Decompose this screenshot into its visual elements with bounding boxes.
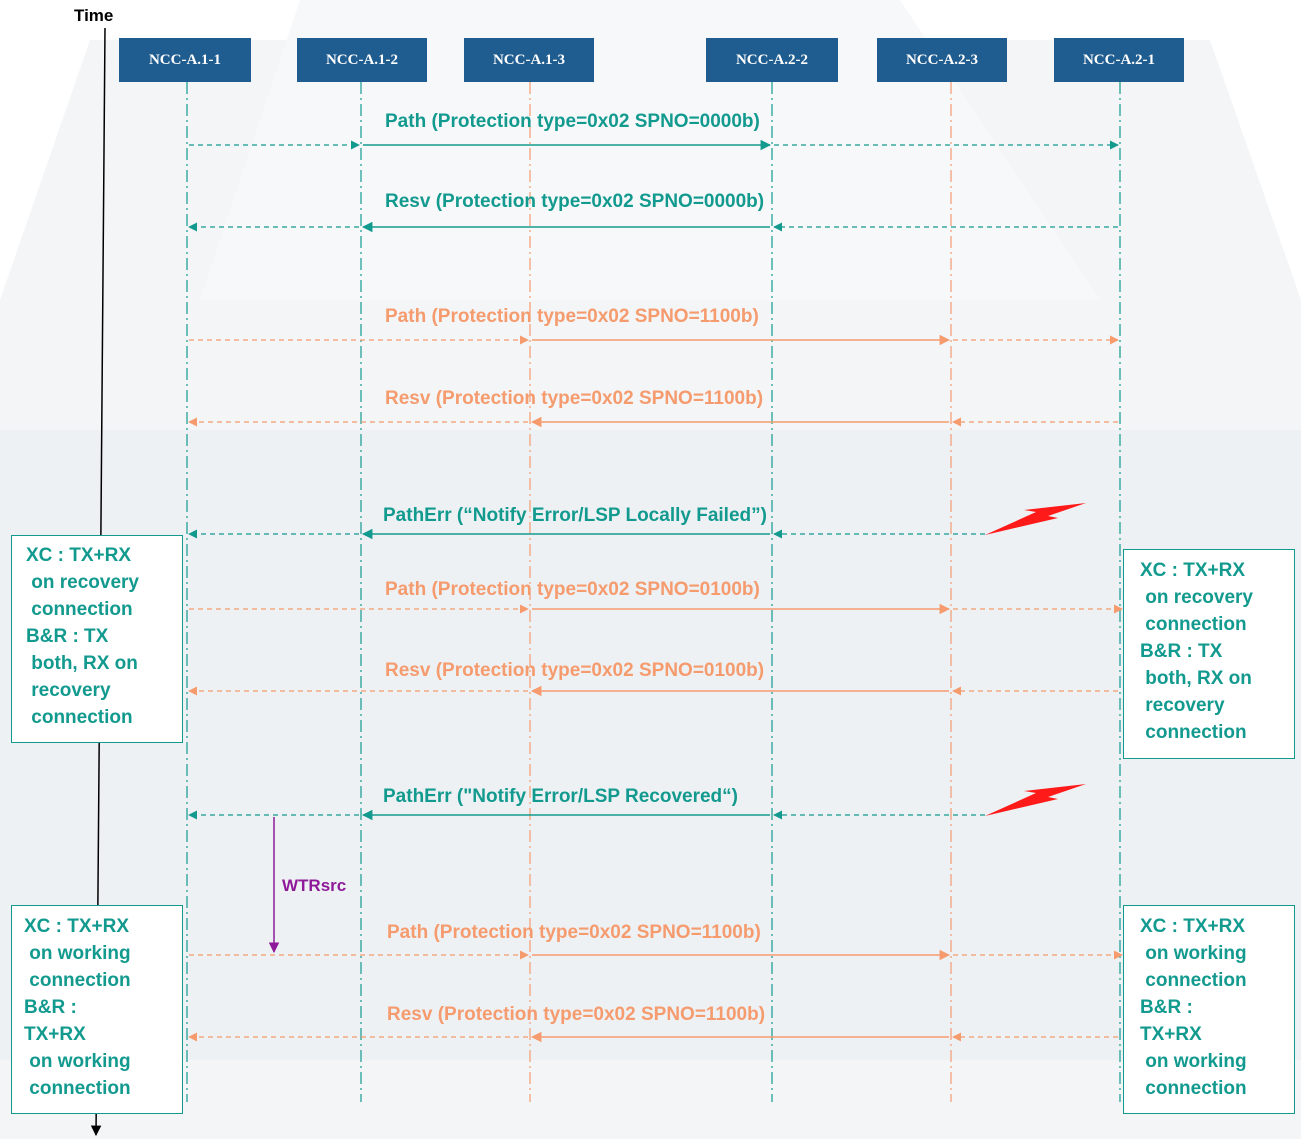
message-label: Resv (Protection type=0x02 SPNO=0000b): [385, 191, 765, 212]
note-line: on working: [24, 1051, 131, 1072]
node-ncc-a13: NCC-A.1-3: [464, 38, 594, 82]
state-note-right-recovery: XC : TX+RX on recovery connection B&R : …: [1123, 549, 1295, 759]
note-line: connection: [1140, 970, 1247, 991]
message-label: Path (Protection type=0x02 SPNO=0100b): [385, 579, 760, 600]
note-line: TX+RX: [1140, 1024, 1202, 1045]
note-line: B&R : TX: [26, 626, 109, 647]
note-line: XC : TX+RX: [24, 916, 130, 937]
message-label: Path (Protection type=0x02 SPNO=0000b): [385, 111, 760, 132]
note-line: connection: [26, 599, 133, 620]
time-axis-label: Time: [74, 6, 114, 25]
lifelines: [186, 82, 1121, 1102]
note-line: B&R :: [24, 997, 77, 1018]
message-label: Resv (Protection type=0x02 SPNO=1100b): [387, 1004, 766, 1025]
note-line: XC : TX+RX: [26, 545, 132, 566]
message-label: Path (Protection type=0x02 SPNO=1100b): [387, 922, 761, 943]
note-line: XC : TX+RX: [1140, 916, 1246, 937]
note-line: connection: [24, 1078, 131, 1099]
failure-lightning-icon: [985, 784, 1086, 816]
node-ncc-a11: NCC-A.1-1: [119, 38, 251, 82]
note-line: recovery: [26, 680, 111, 701]
note-line: B&R : TX: [1140, 641, 1223, 662]
message-label: PathErr (“Notify Error/LSP Locally Faile…: [383, 505, 767, 526]
state-note-left-recovery: XC : TX+RX on recovery connection B&R : …: [11, 535, 183, 743]
note-line: recovery: [1140, 695, 1225, 716]
note-line: connection: [1140, 614, 1247, 635]
note-line: both, RX on: [1140, 668, 1252, 689]
note-line: connection: [24, 970, 131, 991]
message-label: PathErr ("Notify Error/LSP Recovered“): [383, 786, 738, 807]
node-ncc-a21: NCC-A.2-1: [1054, 38, 1184, 82]
note-line: connection: [1140, 722, 1247, 743]
note-line: on recovery: [26, 572, 139, 593]
note-line: XC : TX+RX: [1140, 560, 1246, 581]
state-note-left-working: XC : TX+RX on working connection B&R : T…: [11, 905, 183, 1114]
node-ncc-a12: NCC-A.1-2: [297, 38, 427, 82]
message-label: Path (Protection type=0x02 SPNO=1100b): [385, 306, 759, 327]
state-note-right-working: XC : TX+RX on working connection B&R : T…: [1123, 905, 1295, 1114]
note-line: B&R :: [1140, 997, 1193, 1018]
note-line: connection: [26, 707, 133, 728]
note-line: connection: [1140, 1078, 1247, 1099]
failure-lightning-icon: [985, 503, 1086, 535]
note-line: on recovery: [1140, 587, 1253, 608]
wtr-timer-label: WTRsrc: [282, 876, 347, 895]
note-line: on working: [1140, 1051, 1247, 1072]
note-line: both, RX on: [26, 653, 138, 674]
note-line: TX+RX: [24, 1024, 86, 1045]
message-label: Resv (Protection type=0x02 SPNO=1100b): [385, 388, 764, 409]
node-ncc-a23: NCC-A.2-3: [877, 38, 1007, 82]
note-line: on working: [1140, 943, 1247, 964]
node-ncc-a22: NCC-A.2-2: [706, 38, 838, 82]
message-label: Resv (Protection type=0x02 SPNO=0100b): [385, 660, 765, 681]
note-line: on working: [24, 943, 131, 964]
